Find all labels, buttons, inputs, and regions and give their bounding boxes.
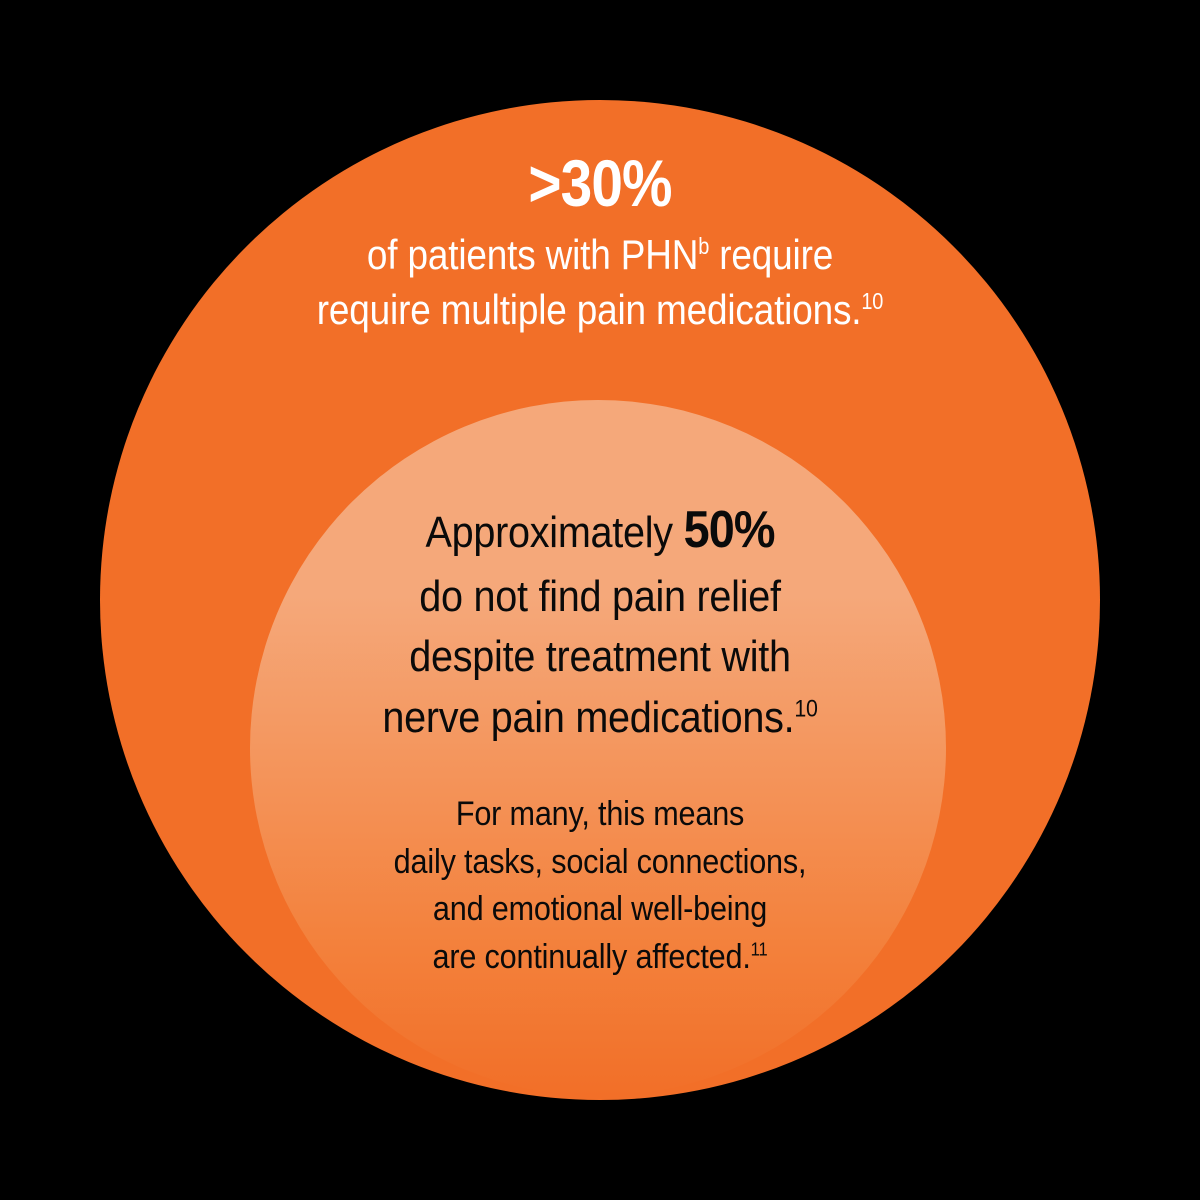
inner-subtext-reference-marker: 11 <box>750 938 768 960</box>
inner-subtext-line-4: are continually affected.11 <box>312 934 888 982</box>
outer-line1-suffix: require <box>709 231 834 278</box>
inner-headline-line-4: nerve pain medications.10 <box>312 688 888 749</box>
inner-stat-value: 50% <box>683 501 776 559</box>
outer-circle-text-block: >30% of patients with PHNb require requi… <box>150 150 1050 337</box>
inner-headline: Approximately 50% do not find pain relie… <box>312 495 888 749</box>
outer-line1-footnote-marker: b <box>698 233 710 259</box>
outer-statement-line-1: of patients with PHNb require <box>204 228 996 283</box>
outer-line1-prefix: of patients with PHN <box>366 231 699 278</box>
inner-subtext: For many, this means daily tasks, social… <box>312 791 888 981</box>
outer-stat-value: >30% <box>528 146 672 220</box>
inner-circle-text-block: Approximately 50% do not find pain relie… <box>280 495 920 981</box>
inner-subtext-line4-prefix: are continually affected. <box>432 937 751 976</box>
inner-subtext-line-3: and emotional well-being <box>432 890 768 929</box>
inner-headline-line-1: Approximately 50% <box>312 495 888 567</box>
outer-line2-prefix: require multiple pain medications. <box>316 285 862 333</box>
inner-headline-reference-marker: 10 <box>794 695 818 723</box>
inner-headline-line4-prefix: nerve pain medications. <box>382 693 795 743</box>
outer-statement-line-2: require multiple pain medications.10 <box>204 283 996 338</box>
inner-subtext-line-1: For many, this means <box>455 794 745 833</box>
inner-headline-prefix: Approximately <box>425 508 684 557</box>
inner-headline-line-3: despite treatment with <box>409 632 791 682</box>
inner-headline-line-2: do not find pain relief <box>419 571 781 621</box>
inner-circle <box>250 400 946 1096</box>
outer-line2-reference-marker: 10 <box>861 287 884 314</box>
inner-subtext-line-2: daily tasks, social connections, <box>393 842 807 881</box>
